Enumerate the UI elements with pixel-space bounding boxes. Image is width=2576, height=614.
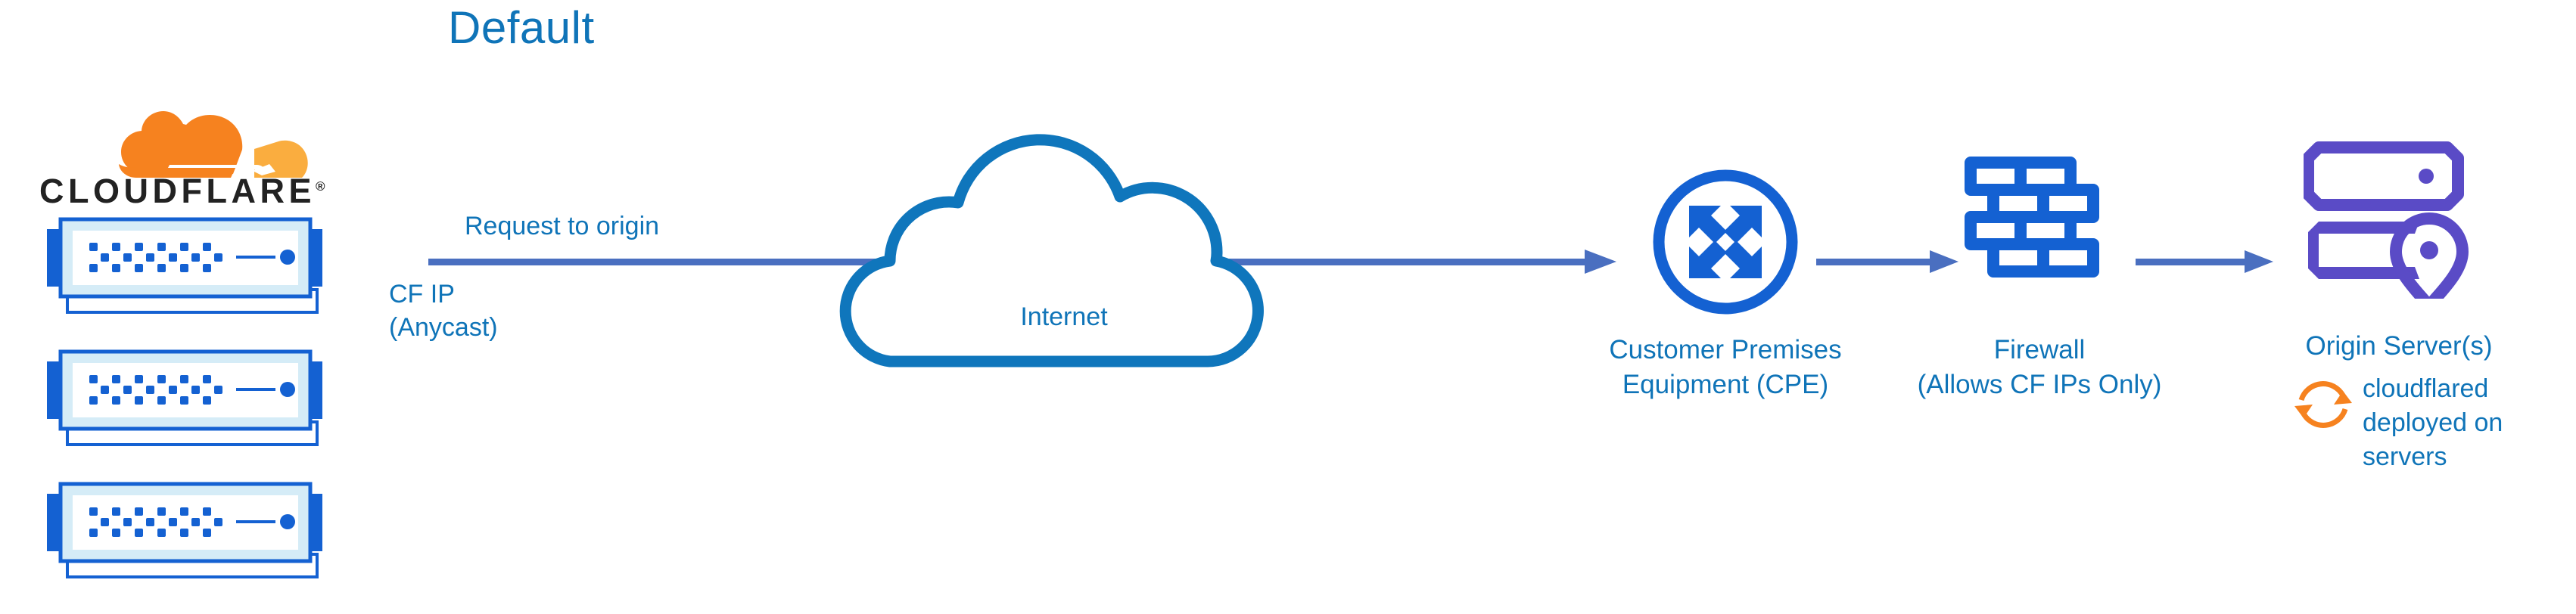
cloud-outline-icon — [829, 113, 1299, 378]
connector-firewall-to-origin — [2136, 259, 2248, 265]
server-rack-icon — [33, 348, 336, 454]
connector-cpe-to-firewall — [1816, 259, 1933, 265]
cloudflare-cloud-logo — [35, 106, 338, 189]
cf-ip-anycast-label: CF IP (Anycast) — [389, 280, 498, 342]
page-title: Default — [448, 2, 595, 53]
server-rack-icon — [33, 216, 336, 321]
internet-label: Internet — [1020, 302, 1108, 331]
registered-mark: ® — [315, 179, 325, 194]
right-arrow-icon — [2245, 250, 2273, 273]
right-arrow-icon — [1585, 250, 1616, 274]
sync-circular-arrows-icon — [2293, 374, 2354, 435]
connector-label-request-to-origin: Request to origin — [465, 212, 660, 240]
cpe-label: Customer Premises Equipment (CPE) — [1609, 335, 1842, 399]
firewall-label: Firewall (Allows CF IPs Only) — [1917, 335, 2162, 399]
brick-wall-icon — [1960, 155, 2111, 302]
cloudflare-wordmark-text: CLOUDFLARE — [39, 172, 316, 210]
cloudflared-annotation-label: cloudflared deployed on servers — [2363, 374, 2503, 471]
router-arrows-circle-icon — [1650, 166, 1801, 318]
origin-server-label: Origin Server(s) — [2305, 331, 2493, 361]
server-location-pin-icon — [2302, 140, 2478, 312]
right-arrow-icon — [1930, 250, 1958, 273]
server-rack-icon — [33, 480, 336, 586]
cloudflare-wordmark: CLOUDFLARE® — [39, 174, 338, 208]
